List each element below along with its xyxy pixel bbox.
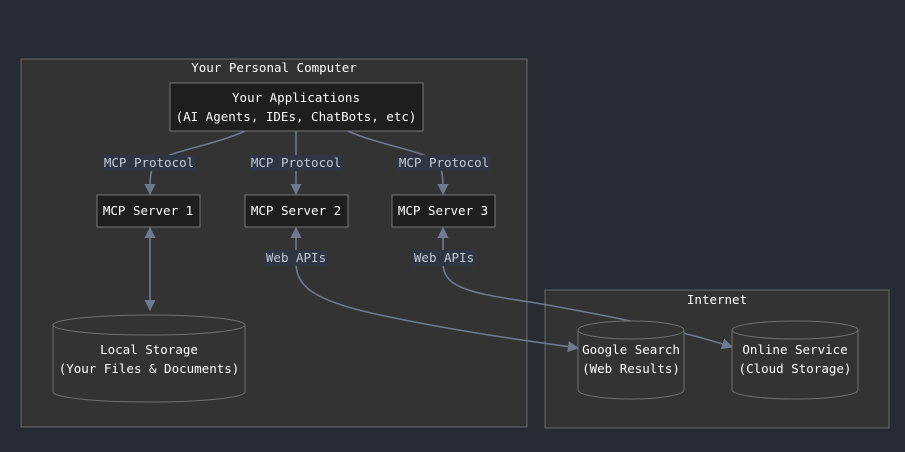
node-mcp-server-2[interactable]: MCP Server 2 (244, 194, 349, 228)
cluster-title-computer: Your Personal Computer (191, 60, 357, 75)
node-online-service[interactable]: Online Service (Cloud Storage) (731, 320, 859, 400)
node-server1-label: MCP Server 1 (103, 203, 193, 218)
edge-label-mcp3: MCP Protocol (398, 155, 490, 171)
node-server2-label: MCP Server 2 (251, 203, 341, 218)
edge-label-web1: Web APIs (265, 250, 327, 266)
local-storage-cylinder-icon (52, 314, 246, 403)
google-search-title: Google Search (582, 342, 680, 357)
google-search-subtitle: (Web Results) (582, 361, 680, 376)
edge-label-mcp1: MCP Protocol (103, 155, 195, 171)
node-your-applications[interactable]: Your Applications (AI Agents, IDEs, Chat… (169, 82, 424, 132)
google-search-cylinder-icon (577, 320, 685, 400)
local-storage-title: Local Storage (100, 342, 198, 357)
edge-label-text-mcp2: MCP Protocol (251, 155, 341, 170)
online-service-subtitle: (Cloud Storage) (739, 361, 852, 376)
local-storage-subtitle: (Your Files & Documents) (59, 361, 240, 376)
edge-label-text-web2: Web APIs (414, 250, 474, 265)
node-google-search[interactable]: Google Search (Web Results) (577, 320, 685, 400)
edge-label-mcp2: MCP Protocol (250, 155, 342, 171)
node-apps-subtitle: (AI Agents, IDEs, ChatBots, etc) (176, 109, 417, 124)
edge-label-text-mcp3: MCP Protocol (399, 155, 489, 170)
edge-label-text-mcp1: MCP Protocol (104, 155, 194, 170)
edge-label-web2: Web APIs (413, 250, 475, 266)
online-service-title: Online Service (742, 342, 847, 357)
node-server3-label: MCP Server 3 (398, 203, 488, 218)
edge-label-text-web1: Web APIs (266, 250, 326, 265)
node-local-storage[interactable]: Local Storage (Your Files & Documents) (52, 314, 246, 403)
node-mcp-server-3[interactable]: MCP Server 3 (391, 194, 496, 228)
node-apps-title: Your Applications (232, 90, 360, 105)
node-mcp-server-1[interactable]: MCP Server 1 (96, 194, 201, 228)
cluster-title-internet: Internet (687, 292, 747, 307)
online-service-cylinder-icon (731, 320, 859, 400)
